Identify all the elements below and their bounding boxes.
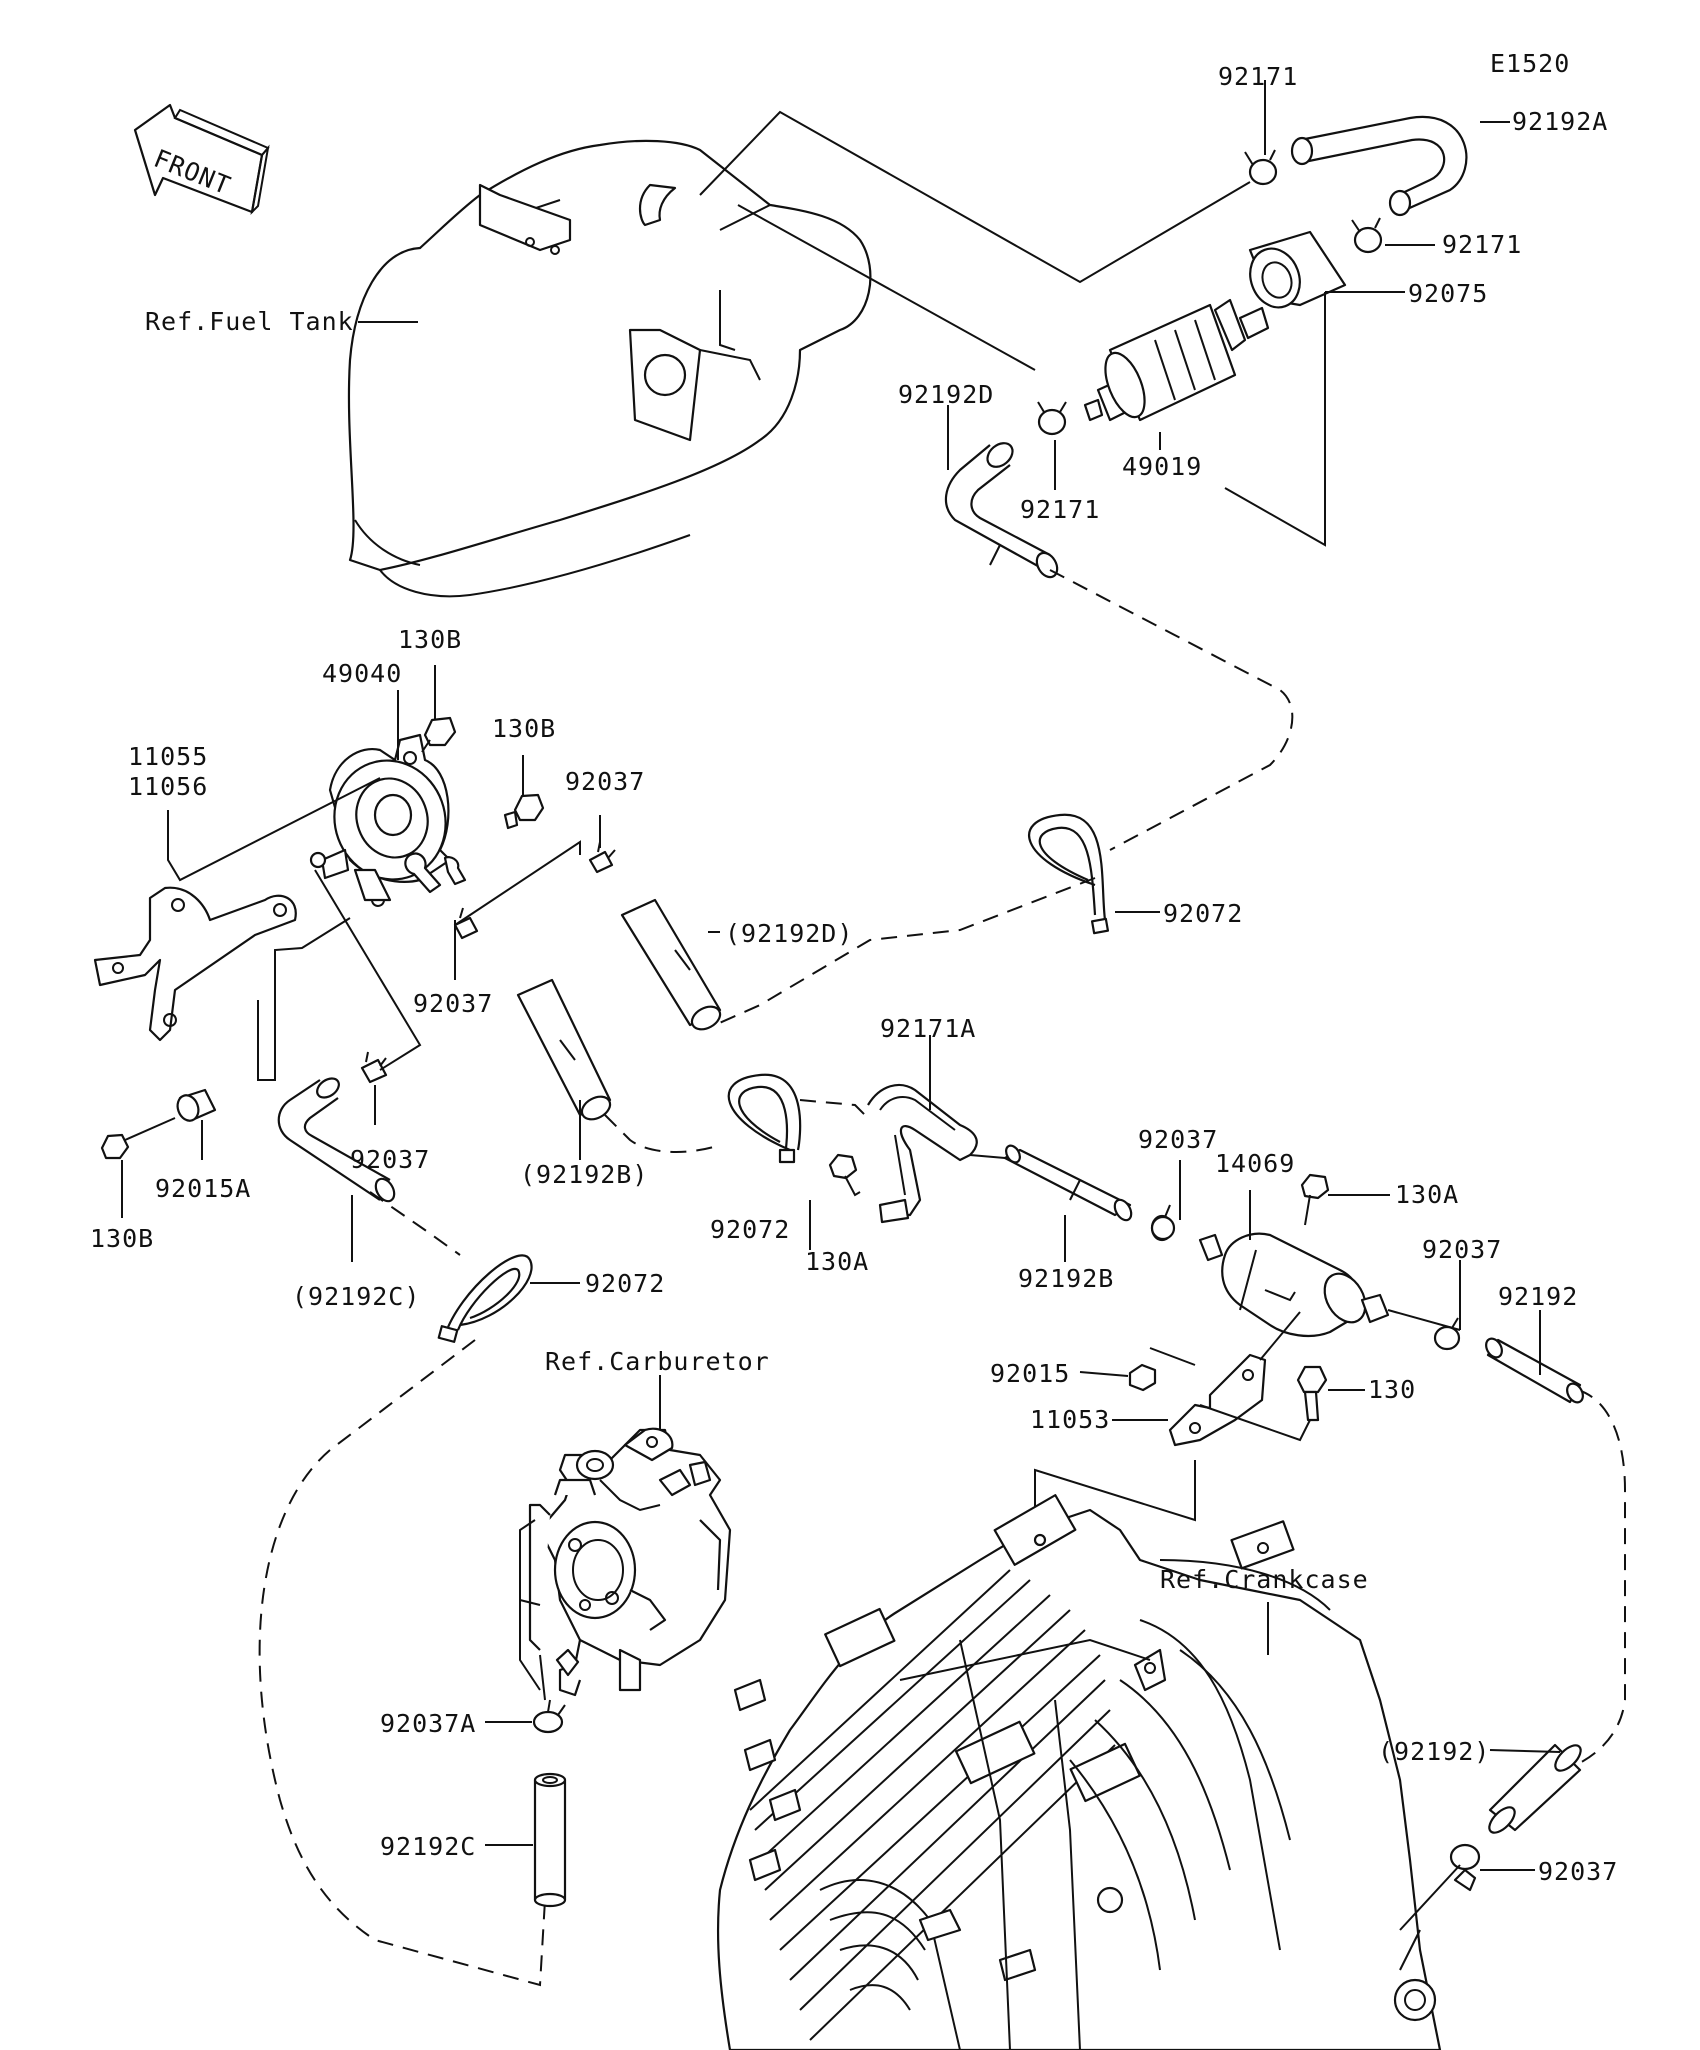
carburetor [519, 1427, 732, 1701]
label-92192B: 92192B [1018, 1264, 1114, 1293]
label-130A-left: 130A [805, 1247, 869, 1276]
hose-route-92192D [1049, 569, 1294, 851]
hose-92192C-upper [277, 1077, 396, 1203]
strap-92072-b [727, 1073, 802, 1164]
label-11056: 11056 [128, 772, 208, 801]
front-arrow-icon: FRONT [133, 103, 270, 215]
label-92037-b: 92037 [413, 989, 493, 1018]
strap-92072-c [437, 1254, 533, 1343]
clamp-92171-right [1351, 217, 1383, 254]
label-92192-ref: (92192) [1378, 1737, 1490, 1766]
collar-92015A [176, 1088, 217, 1122]
label-92037-d: 92037 [1138, 1125, 1218, 1154]
diagram-id: E1520 [1490, 49, 1570, 78]
leader-tank-filter [699, 110, 1251, 284]
clamp-92037A [532, 1699, 566, 1734]
hose-route-92192C [258, 1339, 546, 1987]
hose-route-C-upper [369, 1191, 461, 1256]
label-92037A: 92037A [380, 1709, 476, 1738]
label-14069: 14069 [1215, 1149, 1295, 1178]
label-130B-low: 130B [90, 1224, 154, 1253]
strap-92072-a [1028, 813, 1110, 935]
hose-92192D-lower [620, 898, 722, 1031]
hose-92192A [1290, 115, 1468, 217]
label-130: 130 [1368, 1375, 1416, 1404]
fuel-filter-49019 [1083, 298, 1270, 422]
label-92037-f: 92037 [1538, 1857, 1618, 1886]
clamp-92171-top [1244, 149, 1278, 186]
hose-92192D [944, 442, 1059, 579]
label-92171-top: 92171 [1218, 62, 1298, 91]
label-92037-c: 92037 [350, 1145, 430, 1174]
bolt-130A-left [828, 1153, 861, 1197]
hose-92192B-lower [516, 978, 612, 1121]
bracket-11055-11056 [93, 886, 297, 1042]
hose-route-92192 [1564, 1389, 1626, 1771]
nut-92015 [1128, 1363, 1157, 1392]
label-49019: 49019 [1122, 452, 1202, 481]
ref-crankcase-label: Ref.Crankcase [1160, 1565, 1369, 1594]
label-92072-a: 92072 [1163, 899, 1243, 928]
label-92037-a: 92037 [565, 767, 645, 796]
hose-route-B-strap [799, 1099, 871, 1121]
hose-92192-lower [1488, 1743, 1582, 1834]
label-92192C: 92192C [380, 1832, 476, 1861]
label-130B-top: 130B [398, 625, 462, 654]
bolt-130A-right [1300, 1173, 1330, 1226]
crankcase [716, 1494, 1442, 2050]
label-11055: 11055 [128, 742, 208, 771]
label-92171-mid: 92171 [1020, 495, 1100, 524]
label-92192A: 92192A [1512, 107, 1608, 136]
clamp-92037-c [360, 1051, 388, 1084]
part-labels: E1520 92171 92192A 92171 92075 92192D 92… [90, 49, 1618, 1886]
label-92171-right: 92171 [1442, 230, 1522, 259]
ref-carburetor-label: Ref.Carburetor [545, 1347, 770, 1376]
filter-holder-92075 [1248, 230, 1347, 309]
bolt-130 [1296, 1365, 1328, 1422]
bolt-130B-low [100, 1117, 176, 1160]
hose-92192C [533, 1772, 567, 1908]
label-92192: 92192 [1498, 1282, 1578, 1311]
label-92192C-ref: (92192C) [292, 1282, 420, 1311]
label-92192D-ref: (92192D) [725, 919, 853, 948]
label-49040: 49040 [322, 659, 402, 688]
label-92192B-ref: (92192B) [520, 1160, 648, 1189]
label-92072-b: 92072 [710, 1215, 790, 1244]
clamp-92037-b [453, 907, 479, 940]
fuel-tank: Ref.Fuel Tank [145, 139, 872, 598]
hose-92192B [1003, 1144, 1133, 1222]
bolt-130B-top [421, 716, 457, 753]
clamp-92171-mid [1037, 401, 1067, 436]
clamp-92037-f [1399, 1843, 1481, 1971]
bracket-11053 [1168, 1353, 1267, 1447]
hose-92192 [1485, 1337, 1584, 1404]
label-130A-right: 130A [1395, 1180, 1459, 1209]
label-92015A: 92015A [155, 1174, 251, 1203]
label-92171A: 92171A [880, 1014, 976, 1043]
clamp-92037-e [1433, 1317, 1461, 1351]
hose-route-D-lower [714, 877, 1096, 1026]
label-92075: 92075 [1408, 279, 1488, 308]
label-92015: 92015 [990, 1359, 1070, 1388]
fuel-filter-14069 [1150, 1214, 1390, 1338]
ref-fuel-tank-label: Ref.Fuel Tank [145, 307, 354, 336]
label-11053: 11053 [1030, 1405, 1110, 1434]
hose-route-92192B [604, 1114, 721, 1153]
bolt-130B-mid [503, 793, 545, 830]
label-130B-mid: 130B [492, 714, 556, 743]
label-92072-c: 92072 [585, 1269, 665, 1298]
label-92192D: 92192D [898, 380, 994, 409]
label-92037-e: 92037 [1422, 1235, 1502, 1264]
clamp-92171A [867, 1035, 978, 1224]
clamp-92037-d [1150, 1204, 1176, 1241]
clamp-92037-a [588, 841, 616, 874]
fuel-pump-49040 [309, 733, 467, 907]
